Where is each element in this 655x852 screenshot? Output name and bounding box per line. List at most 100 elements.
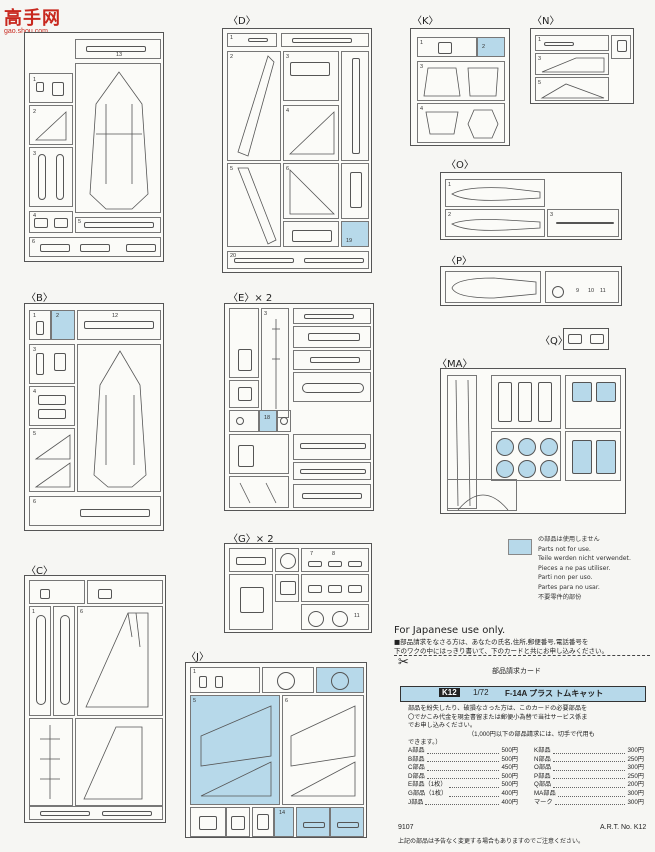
- parts-cell: 4: [417, 103, 505, 143]
- site-logo: 高手网 gao.shou.com: [4, 4, 84, 35]
- price-part: B部品: [408, 755, 425, 763]
- part-number: 1: [448, 182, 452, 188]
- price-value: 400円: [501, 798, 518, 806]
- art-number: A.R.T. No. K12: [600, 824, 647, 831]
- part-outline-drawing: [289, 111, 335, 155]
- part-number: 1: [538, 37, 542, 43]
- parts-cell: [275, 574, 299, 602]
- part-outline-drawing: [289, 169, 335, 215]
- parts-cell: [29, 580, 85, 604]
- parts-cell: [229, 434, 289, 474]
- product-name: F-14A プラス トムキャット: [505, 689, 604, 698]
- parts-cell: 3: [29, 344, 75, 384]
- part-number: 11: [354, 613, 360, 619]
- order-text-1: ■部品請求をなさる方は、あなたの氏名,住所,郵便番号,電話番号を: [394, 638, 589, 646]
- sheet-label-k: 〈K〉: [412, 16, 439, 27]
- parts-cell: [565, 431, 621, 481]
- part-outline-drawing: [237, 167, 277, 245]
- part-number: 3: [538, 56, 542, 62]
- model-part: [568, 334, 582, 344]
- model-part: [332, 611, 348, 627]
- model-part: [572, 440, 592, 474]
- model-part: [300, 443, 366, 449]
- part-number: 2: [230, 54, 234, 60]
- price-value: 300円: [627, 747, 644, 754]
- model-part: [280, 553, 296, 569]
- parts-cell: [293, 372, 371, 402]
- parts-cell: [293, 434, 371, 460]
- parts-cell: 3: [283, 51, 339, 101]
- part-outline-drawing: [541, 57, 605, 73]
- part-outline-drawing: [272, 319, 280, 409]
- parts-cell: 4: [29, 211, 73, 233]
- not-for-use-swatch: [508, 539, 532, 555]
- sheet-label-j: 〈J〉: [186, 652, 209, 663]
- parts-cell: [75, 718, 163, 806]
- model-part: [328, 561, 342, 567]
- part-outline: [200, 761, 272, 797]
- parts-cell: 20: [227, 251, 369, 269]
- price-value: 500円: [501, 755, 518, 763]
- parts-cell: [77, 344, 161, 492]
- model-part: [438, 42, 452, 54]
- price-leader: [425, 799, 500, 806]
- part-outline: [237, 55, 275, 157]
- legend-line-it: Parti non per uso.: [538, 574, 593, 582]
- part-number: 5: [230, 166, 234, 172]
- price-value: 500円: [501, 747, 518, 754]
- price-value: 400円: [501, 789, 518, 797]
- part-outline-drawing: [85, 612, 149, 708]
- order-instructions: For Japanese use only. ■部品請求をなさる方は、あなたの氏…: [394, 625, 650, 656]
- card-instructions: 部品を紛失したり、破損なさった方は、このカードの必要部品を 〇でかこみ代金を現金…: [408, 705, 644, 748]
- model-part: [56, 154, 64, 200]
- part-number: 6: [80, 609, 84, 615]
- parts-cell: [262, 667, 314, 693]
- model-part: [36, 82, 44, 92]
- part-outline: [89, 71, 149, 210]
- unused-parts-cell: [330, 807, 364, 837]
- parts-cell: [301, 574, 369, 602]
- parts-cell: [29, 718, 73, 806]
- parts-cell: 4: [29, 386, 75, 426]
- model-part: [215, 676, 223, 688]
- part-outline-drawing: [423, 67, 499, 97]
- legend-line-jp: の部品は使用しません: [538, 536, 600, 543]
- parts-cell: 1: [29, 73, 73, 103]
- model-part: [38, 395, 66, 405]
- part-number: 6: [286, 166, 290, 172]
- unused-parts-cell: 2: [477, 37, 505, 57]
- model-part: [86, 46, 146, 52]
- unused-parts-cell: 19: [341, 221, 369, 247]
- parts-cell: [252, 807, 274, 837]
- model-part: [538, 382, 552, 422]
- price-leader: [426, 764, 500, 771]
- parts-cell: 1: [445, 179, 545, 207]
- part-number: 5: [538, 80, 542, 86]
- parts-sheet-ma: [440, 368, 626, 514]
- model-part: [572, 382, 592, 402]
- price-value: 250円: [627, 772, 644, 780]
- model-part: [36, 615, 46, 705]
- price-leader: [554, 799, 626, 806]
- model-part: [596, 382, 616, 402]
- model-part: [496, 438, 514, 456]
- price-part: マーク: [534, 798, 553, 806]
- price-leader: [552, 773, 626, 780]
- part-outline: [457, 494, 509, 511]
- model-part: [348, 585, 362, 593]
- model-part: [52, 82, 64, 96]
- part-outline: [290, 705, 356, 767]
- parts-cell: [445, 271, 541, 303]
- part-number: 1: [193, 669, 197, 675]
- parts-cell: [229, 574, 273, 630]
- model-part: [302, 493, 362, 499]
- part-outline: [239, 482, 251, 504]
- price-part: A部品: [408, 747, 425, 754]
- part-outline-drawing: [457, 494, 509, 511]
